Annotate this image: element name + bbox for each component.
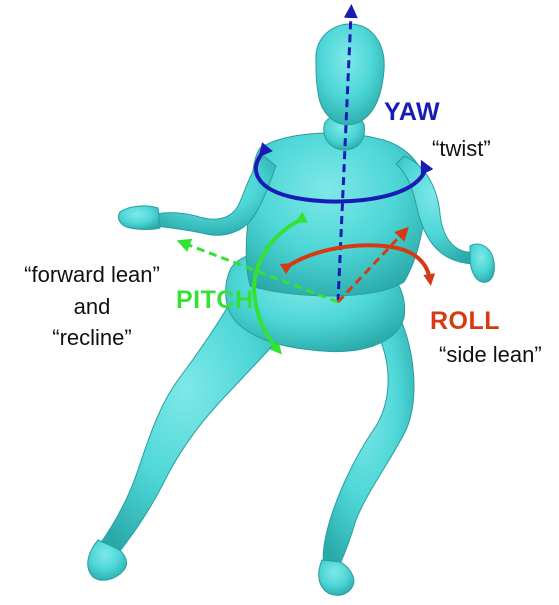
yaw-description: “twist” bbox=[432, 138, 491, 160]
pitch-description-line-3: “recline” bbox=[4, 327, 180, 349]
roll-label: ROLL bbox=[430, 309, 500, 334]
yaw-label: YAW bbox=[384, 100, 440, 125]
pitch-description-line-1: “forward lean” bbox=[4, 264, 180, 286]
pitch-label: PITCH bbox=[176, 288, 254, 313]
hand-left bbox=[118, 206, 160, 230]
roll-description: “side lean” bbox=[439, 344, 542, 366]
pitch-description-line-2: and bbox=[4, 296, 180, 318]
foot-right bbox=[319, 560, 354, 595]
torso bbox=[246, 133, 426, 296]
leg-right bbox=[323, 318, 414, 568]
hand-right bbox=[470, 244, 494, 282]
